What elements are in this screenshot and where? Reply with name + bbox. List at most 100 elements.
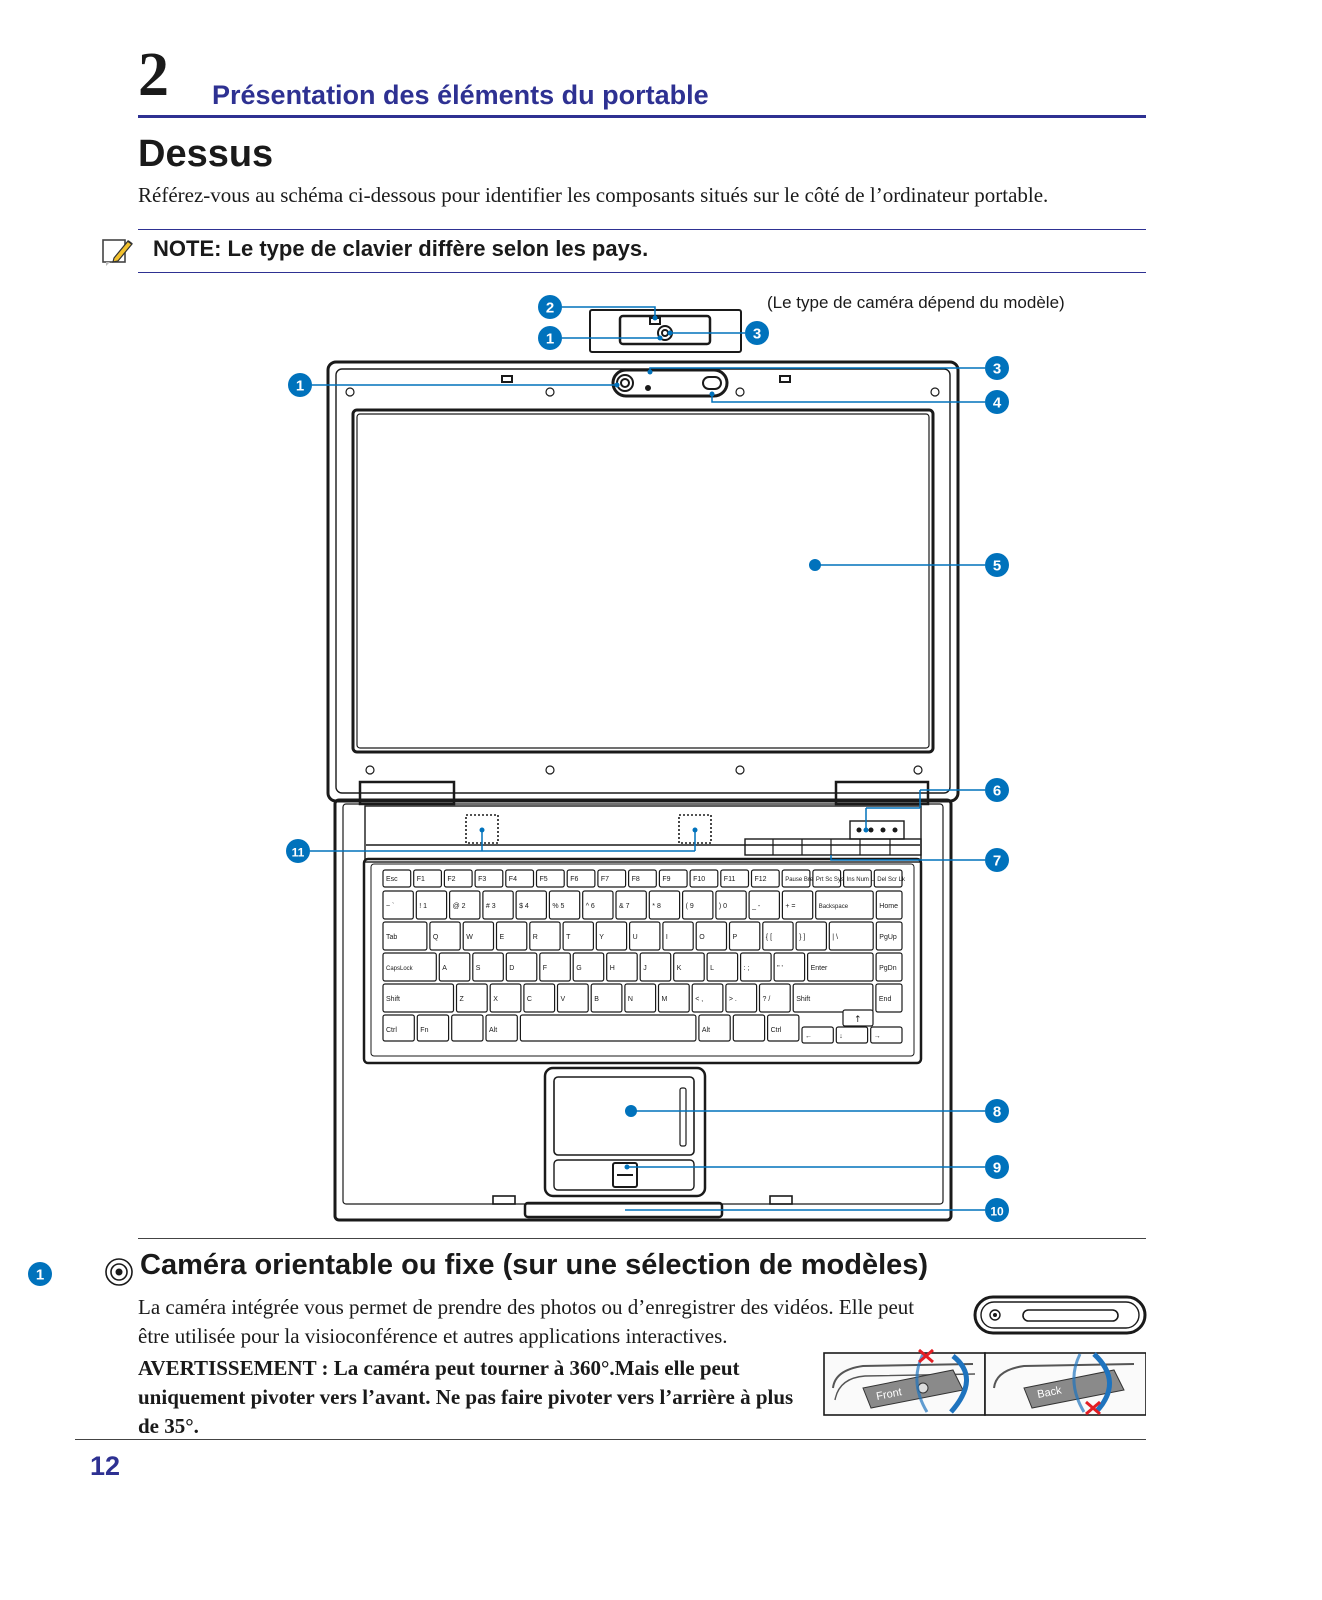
keyboard-key: O <box>695 921 728 951</box>
svg-text:F10: F10 <box>693 876 705 883</box>
keyboard-key: Esc <box>382 869 412 888</box>
svg-text:F4: F4 <box>509 876 517 883</box>
note-text: NOTE: Le type de clavier diffère selon l… <box>153 236 649 261</box>
svg-text:B: B <box>594 996 599 1003</box>
callout-badge-6: 6 <box>985 778 1009 802</box>
keyboard-key: _ - <box>748 890 780 920</box>
keyboard-key: W <box>462 921 495 951</box>
keyboard-key: ) 0 <box>715 890 747 920</box>
svg-text:| \: | \ <box>832 934 838 941</box>
svg-text:F9: F9 <box>662 876 670 883</box>
svg-text:Z: Z <box>460 996 465 1003</box>
svg-text:3: 3 <box>753 326 761 343</box>
keyboard-key: X <box>489 983 522 1013</box>
svg-text:W: W <box>466 934 473 941</box>
svg-text:→: → <box>874 1033 881 1040</box>
svg-text:5: 5 <box>993 558 1001 575</box>
chapter-number: 2 <box>138 41 169 109</box>
keyboard-key: Q <box>429 921 461 951</box>
svg-text:F2: F2 <box>447 876 455 883</box>
callout-badge-3: 3 <box>985 356 1009 380</box>
svg-text:A: A <box>442 965 447 972</box>
keyboard-key: U <box>628 921 661 951</box>
svg-text:P: P <box>733 934 738 941</box>
note-pencil-icon <box>102 239 133 266</box>
keyboard-key: ~ ` <box>382 890 414 920</box>
callout-badge-11: 11 <box>286 839 310 863</box>
callout-badge-9: 9 <box>985 1155 1009 1179</box>
svg-text:Enter: Enter <box>811 965 828 972</box>
keyboard-key: B <box>590 983 623 1013</box>
keyboard-key: Tab <box>382 921 428 951</box>
keyboard-key: P <box>728 921 761 951</box>
keyboard-key: Y <box>595 921 628 951</box>
keyboard-key: F4 <box>505 869 535 888</box>
keyboard-key: V <box>556 983 589 1013</box>
section-1-badge: 1 <box>28 1262 52 1286</box>
keyboard-key: K <box>673 952 705 982</box>
svg-text:9: 9 <box>993 1160 1001 1177</box>
svg-text:1: 1 <box>546 331 554 348</box>
svg-text:CapsLock: CapsLock <box>386 966 414 972</box>
chapter-title: Présentation des éléments du portable <box>212 80 709 110</box>
svg-text:+ =: + = <box>785 903 795 910</box>
keyboard-key: F10 <box>689 869 719 888</box>
keyboard-key: F6 <box>566 869 596 888</box>
svg-text:1: 1 <box>36 1267 44 1284</box>
svg-text:11: 11 <box>292 846 305 860</box>
keyboard-key: + = <box>781 890 814 920</box>
keyboard-key: " ' <box>773 952 806 982</box>
svg-text:N: N <box>628 996 633 1003</box>
svg-text:2: 2 <box>546 300 554 317</box>
keyboard-key: F9 <box>658 869 688 888</box>
svg-text:J: J <box>643 965 647 972</box>
callout-badge-2: 2 <box>538 295 562 319</box>
svg-text:L: L <box>710 965 714 972</box>
callout-badge-1: 1 <box>288 373 312 397</box>
keyboard-key: J <box>639 952 672 982</box>
svg-text:8: 8 <box>993 1104 1001 1121</box>
svg-text:) 0: ) 0 <box>719 903 727 910</box>
svg-text:^ 6: ^ 6 <box>586 903 595 910</box>
svg-text:4: 4 <box>993 395 1002 412</box>
svg-text:~ `: ~ ` <box>386 903 394 910</box>
keyboard-key: > . <box>725 983 758 1013</box>
keyboard-key: F11 <box>720 869 750 888</box>
section-title: Dessus <box>138 133 274 175</box>
camera-rotation-illustration: Front Back <box>823 1348 1146 1416</box>
svg-text:Prt Sc Sys Rq: Prt Sc Sys Rq <box>816 877 853 883</box>
keyboard-key: D <box>505 952 538 982</box>
callout-badge-8: 8 <box>985 1099 1009 1123</box>
camera-thumbnail-illustration <box>973 1295 1147 1335</box>
keyboard-key: Ctrl <box>766 1014 800 1042</box>
keyboard-key: Alt <box>485 1014 518 1042</box>
svg-text:Home: Home <box>879 903 898 910</box>
keyboard-key: F12 <box>750 869 780 888</box>
cross-mark-icon <box>1085 1400 1101 1416</box>
svg-text:F5: F5 <box>540 876 548 883</box>
keyboard-key: Alt <box>698 1014 731 1042</box>
svg-text:O: O <box>699 934 705 941</box>
svg-text:6: 6 <box>993 783 1001 800</box>
camera-icon <box>105 1258 133 1286</box>
svg-text:F1: F1 <box>417 876 425 883</box>
svg-text:Ctrl: Ctrl <box>771 1027 782 1034</box>
keyboard-key: Z <box>455 983 488 1013</box>
keyboard-key: F7 <box>597 869 627 888</box>
svg-text:Ins Num Lk: Ins Num Lk <box>847 877 878 883</box>
keyboard-key: F1 <box>413 869 443 888</box>
svg-text:@ 2: @ 2 <box>453 903 466 910</box>
svg-text:H: H <box>610 965 615 972</box>
camera-type-note: (Le type de caméra dépend du modèle) <box>767 293 1065 312</box>
keyboard-key: Ctrl <box>382 1014 415 1042</box>
keyboard-key: H <box>606 952 638 982</box>
svg-text:? /: ? / <box>763 996 771 1003</box>
svg-text:K: K <box>677 965 682 972</box>
svg-text:V: V <box>561 996 566 1003</box>
svg-text:Y: Y <box>599 934 604 941</box>
keyboard-key: I <box>662 921 694 951</box>
keyboard-key: : ; <box>739 952 772 982</box>
svg-text:X: X <box>493 996 498 1003</box>
